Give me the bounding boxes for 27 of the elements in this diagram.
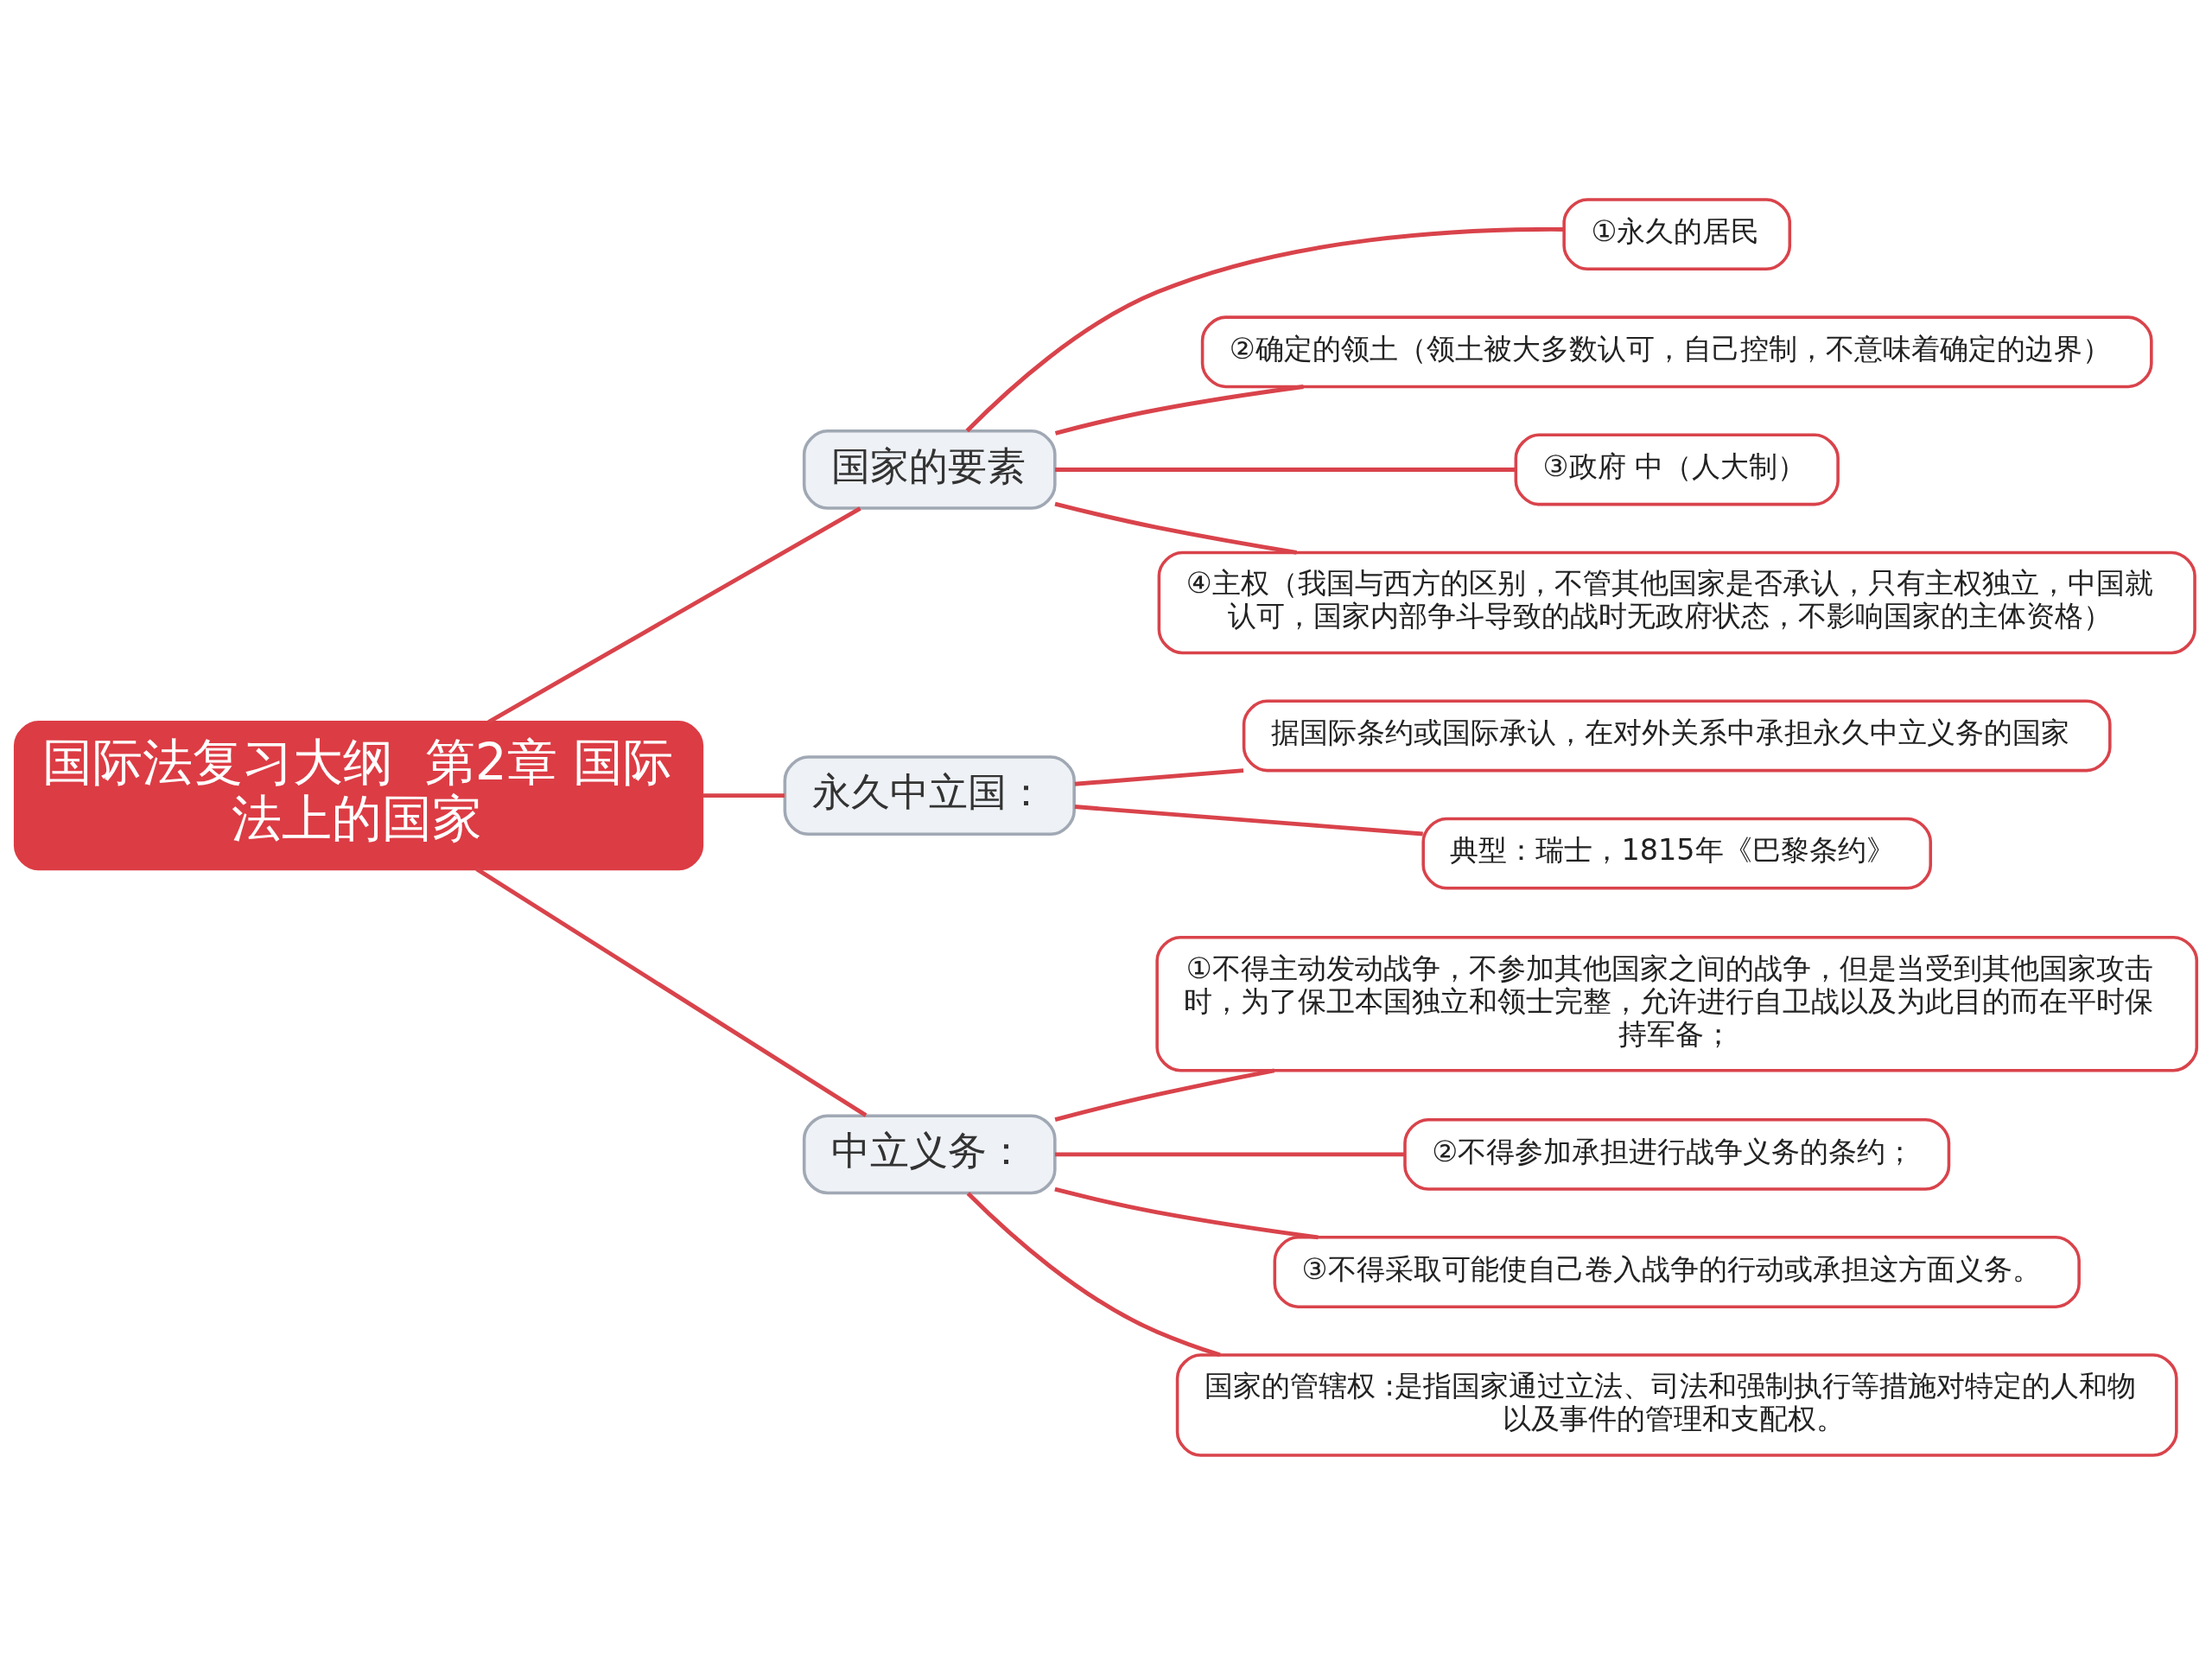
node-box: 永久中立国：	[783, 754, 1076, 836]
connector	[1054, 501, 1297, 555]
node-box: ③政府 中（人大制）	[1514, 432, 1840, 506]
connector	[966, 1191, 1221, 1357]
connector	[1054, 384, 1304, 436]
node-box: ①永久的居民	[1562, 197, 1792, 270]
connector	[1074, 767, 1244, 786]
connector	[1054, 1186, 1319, 1239]
node-box: ②确定的领土（领土被大多数认可，自己控制，不意味着确定的边界）	[1200, 315, 2153, 388]
node-box: 中立义务：	[802, 1113, 1057, 1194]
connector	[1055, 467, 1516, 472]
node-box: 典型：瑞士，1815年《巴黎条约》	[1421, 817, 1933, 890]
connector	[702, 792, 785, 798]
connector	[1074, 804, 1423, 836]
connector	[1055, 1151, 1405, 1156]
node-box: 国家的管辖权 :是指国家通过立法、司法和强制执行等措施对特定的人和物以及事件的管理和支配权。	[1175, 1352, 2178, 1457]
node-box: ①不得主动发动战争，不参加其他国家之间的战争，但是当受到其他国家攻击时，为了保卫本国独立和领士完整，允许进行自卫战以及为此目的而在平时保持军备；	[1155, 935, 2199, 1072]
node-box: ③不得采取可能使自己卷入战争的行动或承担这方面义务。	[1273, 1235, 2081, 1308]
node-box: ④主权（我国与西方的区别，不管其他国家是否承认，只有主权独立，中国就认可，国家内部争斗导致的战时无政府状态，不影响国家的主体资格）	[1157, 550, 2196, 654]
connector	[475, 867, 868, 1117]
node-box: ②不得参加承担进行战争义务的条约；	[1403, 1117, 1951, 1191]
connector	[1054, 1067, 1275, 1122]
node-box: 国际法复习大纲 第2章 国际法上的国家	[13, 720, 704, 870]
connector	[965, 226, 1565, 432]
connector	[487, 506, 861, 724]
node-box: 据国际条约或国际承认，在对外关系中承担永久中立义务的国家	[1242, 699, 2112, 772]
node-box: 国家的要素	[802, 429, 1057, 510]
